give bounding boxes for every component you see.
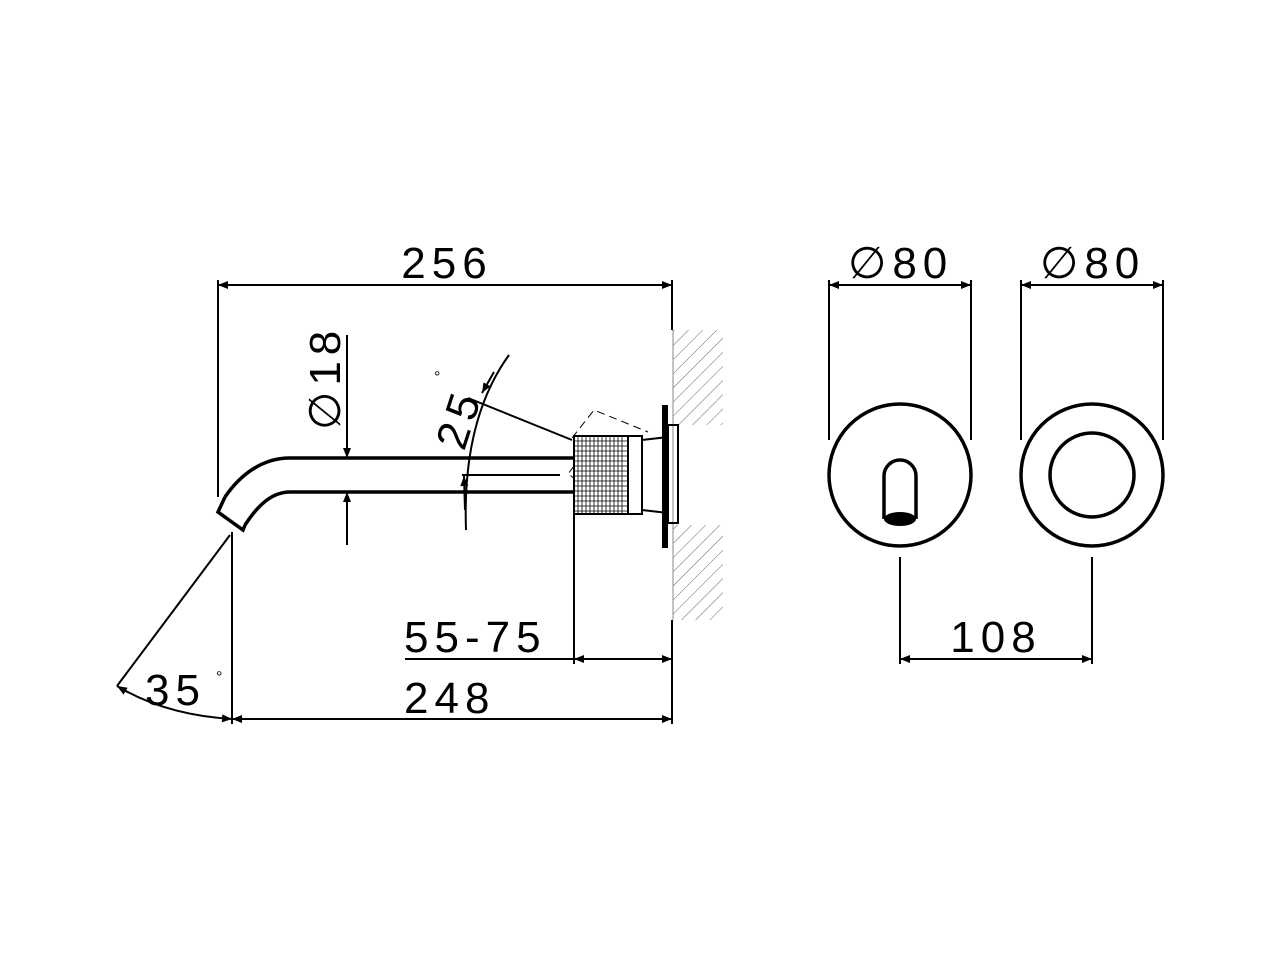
dimension-label-18: ∅18 — [301, 325, 350, 430]
front-view-spout-plate: ∅80 — [827, 239, 973, 548]
degree-symbol: ° — [216, 669, 222, 686]
dimension-55-75: 55-75 — [404, 514, 673, 724]
degree-symbol: ° — [434, 369, 440, 386]
dimension-angle-35: 35 ° — [116, 534, 233, 723]
dimension-label-80-handle: ∅80 — [1040, 239, 1145, 288]
dimension-label-55-75: 55-75 — [404, 613, 547, 662]
front-view-handle-plate: ∅80 — [1019, 239, 1165, 548]
spout-pipe — [215, 456, 574, 533]
dimension-248: 248 — [231, 532, 672, 724]
mixer-body — [567, 405, 679, 548]
dimension-label-108: 108 — [950, 613, 1041, 662]
dimension-label-248: 248 — [404, 674, 495, 723]
dimension-256: 256 — [217, 239, 673, 497]
dimension-108: 108 — [899, 557, 1093, 664]
dimension-label-35: 35 — [145, 666, 206, 715]
dimension-label-80-spout: ∅80 — [848, 239, 953, 288]
rotated-handle-outline — [567, 409, 649, 479]
dimension-angle-25: 25 ° — [427, 354, 573, 531]
wall-hatch — [672, 330, 723, 620]
dimension-diameter-18: ∅18 — [301, 325, 351, 545]
dimension-label-256: 256 — [401, 239, 492, 288]
